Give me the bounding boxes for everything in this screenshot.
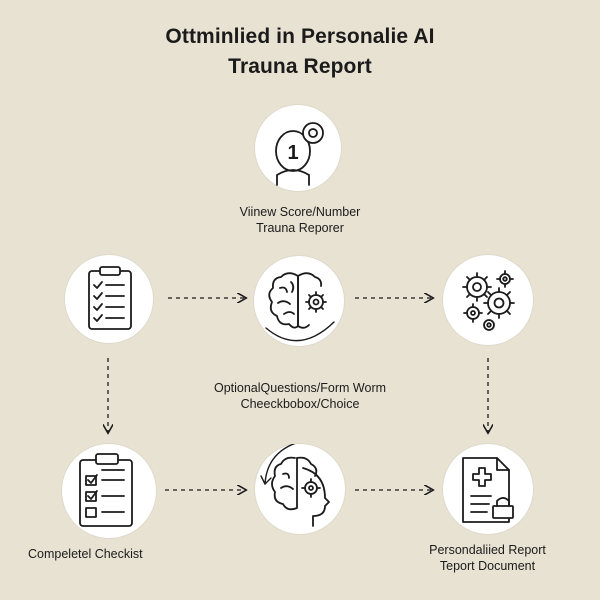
completed-checklist-icon — [79, 453, 133, 527]
node-completed-checklist — [62, 444, 156, 538]
label-score-line-1: Viinew Score/Number — [239, 205, 361, 219]
clipboard-checklist-icon — [88, 266, 132, 330]
label-brain-line-2: Cheeckbobox/Choice — [240, 397, 360, 411]
title-line-1: Ottminlied in Personalie AI — [165, 25, 435, 48]
node-gears — [443, 255, 533, 345]
medical-report-document-icon — [462, 457, 514, 523]
node-head-brain — [255, 444, 345, 534]
score-badge-number: 1 — [287, 142, 298, 164]
head-brain-cycle-icon — [260, 444, 330, 527]
node-checklist — [65, 255, 153, 343]
label-report-line-1: Persondaliied Report — [429, 543, 546, 557]
label-completed-checklist: Compeletel Checkist — [28, 546, 188, 562]
gears-icon — [462, 270, 515, 331]
label-score-line-2: Trauna Reporer — [256, 221, 344, 235]
label-brain: OptionalQuestions/Form Worm Cheeckbobox/… — [0, 380, 600, 412]
person-number-icon: 1 — [275, 122, 324, 186]
label-completed-line-1: Compeletel Checkist — [28, 547, 143, 561]
title-line-2: Trauna Report — [228, 55, 372, 78]
label-score: Viinew Score/Number Trauna Reporer — [0, 204, 600, 236]
label-brain-line-1: OptionalQuestions/Form Worm — [213, 381, 387, 395]
label-report: Persondaliied Report Teport Document — [400, 542, 575, 574]
node-report — [443, 444, 533, 534]
brain-gear-icon — [265, 272, 335, 342]
diagram-title: Ottminlied in Personalie AI Trauna Repor… — [0, 22, 600, 82]
label-report-line-2: Teport Document — [439, 559, 536, 573]
node-score: 1 — [255, 105, 341, 191]
node-brain — [254, 256, 344, 346]
